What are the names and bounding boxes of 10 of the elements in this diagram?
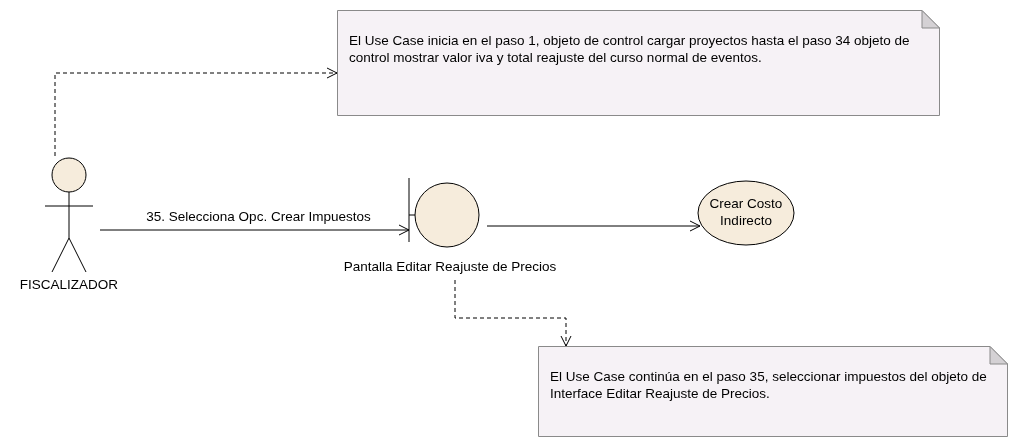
dashed-arrow — [454, 279, 572, 347]
arrow — [99, 224, 410, 236]
dashed-arrow — [54, 67, 338, 157]
actor-name: FISCALIZADOR — [18, 276, 120, 293]
control-name: Crear Costo Indirecto — [708, 195, 784, 229]
edge-label: 35. Selecciona Opc. Crear Impuestos — [146, 210, 371, 224]
note-text: El Use Case continúa en el paso 35, seleccionar impuestos del objeto de Interface Editar Reajuste de Precios. — [550, 368, 988, 402]
arrow — [486, 220, 701, 232]
object-name: Pantalla Editar Reajuste de Precios — [342, 258, 558, 275]
note-text: El Use Case inicia en el paso 1, objeto de control cargar proyectos hasta el paso 34 objeto de control mostrar valor iva y total reajuste del curso normal de eventos. — [349, 32, 911, 66]
